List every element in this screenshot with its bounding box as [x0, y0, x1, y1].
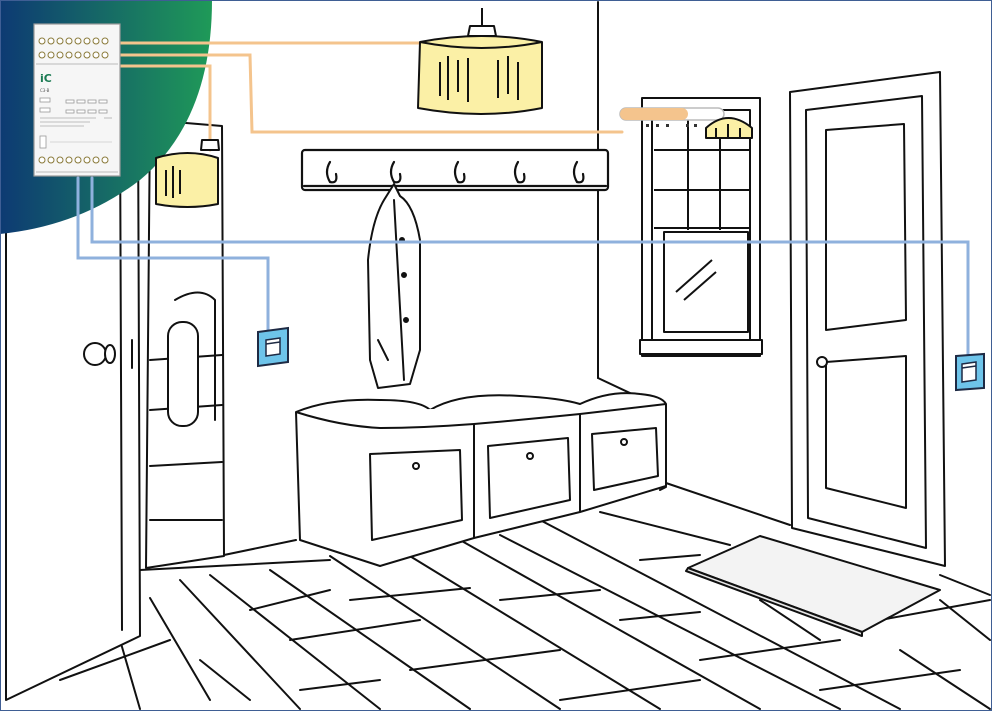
- pendant-lamp-icon: [418, 8, 542, 114]
- device-model-label: C3-B: [40, 88, 50, 93]
- light-switch-icon: [258, 328, 288, 366]
- door-icon: [790, 72, 945, 566]
- device-logo: iC: [40, 72, 52, 85]
- light-switch-icon: [956, 354, 984, 390]
- relay-module-icon: iC C3-B: [34, 24, 120, 176]
- coat-icon: [368, 184, 420, 388]
- coat-hooks-icon: [302, 150, 608, 190]
- storage-bench-icon: [296, 393, 666, 566]
